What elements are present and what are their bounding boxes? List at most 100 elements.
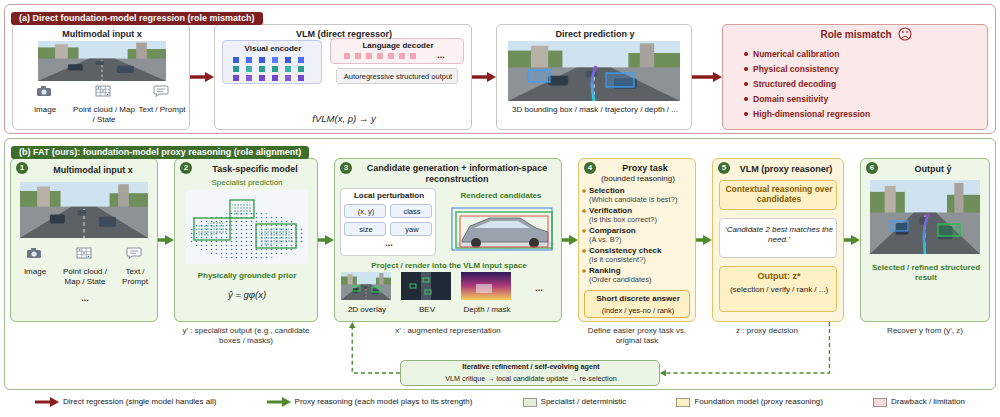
text-slot: (Which candidate is best?) — [589, 196, 693, 204]
legend-item: Proxy reasoning (each model plays to its… — [267, 397, 473, 407]
text-slot: Output: z* — [720, 271, 838, 282]
text-slot: Depth / mask — [459, 305, 515, 315]
node-text: Comparison — [589, 227, 693, 236]
text-slot: (A vs. B?) — [589, 236, 693, 244]
node-text: VLM critique → local candidate update → … — [401, 375, 661, 384]
legend-swatch — [676, 398, 690, 407]
text-slot: (a) Direct foundation-model regression (… — [11, 7, 263, 25]
model-box: Visual encoderLanguage decoderAutoregres… — [214, 24, 472, 130]
node-text: 2D overlay — [339, 305, 395, 315]
node-title: Role mismatch — [723, 29, 989, 41]
note: y' : specialist output (e.g., candidate … — [174, 326, 318, 345]
text-slot: 2D overlay — [339, 305, 395, 315]
text-slot: Selected / refined structured result — [865, 263, 987, 282]
step-box: Output ŷ Selected / refined structured re… — [860, 158, 990, 322]
text-slot: Candidate generation + information-space… — [355, 163, 559, 185]
node-text: Text / Prompt — [113, 267, 157, 286]
legend-text: Proxy reasoning (each model plays to its… — [295, 397, 473, 407]
text-slot: 3D bounding box / mask / trajectory / de… — [497, 105, 693, 115]
text-slot: Task-specific model — [195, 164, 315, 175]
callout-number: 5 — [718, 162, 730, 174]
node-title: (b) FAT (ours): foundation-model proxy r… — [11, 146, 309, 159]
legend-text: Drawback / limitation — [891, 397, 965, 407]
label-slot: y' : specialist output (e.g., candidate … — [174, 326, 318, 345]
label-slot: 4 — [584, 162, 596, 174]
text-slot: Multimodal input x — [13, 29, 191, 40]
feedback-box: Iterative refinement / self-evolving age… — [400, 360, 660, 386]
text-slot: Ranking — [589, 267, 693, 276]
text-slot: VLM (direct regressor) — [215, 29, 473, 40]
step-box: Short discrete answer (index / yes-no / r… — [578, 158, 696, 322]
flow-arrow — [318, 238, 325, 242]
ellipsis: ... — [428, 50, 454, 61]
text-slot: Output ŷ — [879, 164, 987, 175]
text-slot: ‘Candidate 2 best matches the need.’ — [724, 225, 834, 244]
panel: Multimodal input x ImagePoint cloud / Map… — [4, 4, 996, 134]
node-text: Specialist prediction — [175, 178, 319, 188]
node-text: Verification — [589, 207, 693, 216]
text-slot: Physically grounded prior — [175, 271, 319, 281]
label-slot: Define easier proxy task vs. original ta… — [578, 326, 696, 345]
node-text: (Which candidate is best?) — [589, 196, 693, 204]
text-slot: Point cloud / Map / State — [71, 105, 137, 124]
node-text: ... — [11, 293, 159, 304]
node-text: Point cloud / Map / State — [57, 267, 113, 286]
text-slot: Selection — [589, 187, 693, 196]
panel: Multimodal input xImagePoint cloud / Map… — [4, 138, 996, 390]
text-slot: Image — [13, 267, 57, 277]
node-text: Selected / refined structured result — [865, 263, 987, 282]
prediction-box: Direct prediction y3D bounding box / mas… — [496, 24, 692, 130]
node-text: (A vs. B?) — [589, 236, 693, 244]
node-text: ŷ = gφ(x) — [175, 289, 319, 300]
parameter-chip: size — [344, 222, 386, 236]
text-slot: Autoregressive structured output — [337, 72, 459, 81]
step-box: Multimodal input xImagePoint cloud / Map… — [10, 158, 158, 322]
output-box: Output: z*(selection / verify / rank / .… — [719, 266, 837, 312]
legend-arrow — [35, 397, 59, 407]
node-text: (index / yes-no / rank) — [585, 306, 691, 315]
node-text: Structured decoding — [753, 79, 979, 89]
flow-arrow — [190, 75, 205, 79]
label-slot: z : proxy decision — [712, 326, 822, 336]
text-slot: Physical consistency — [753, 64, 979, 74]
node-title: ‘Candidate 2 best matches the need.’ — [724, 225, 834, 244]
text-slot: Language decoder — [331, 41, 465, 51]
text-slot: (x, y) — [345, 207, 387, 216]
node-title: Autoregressive structured output — [337, 72, 459, 81]
note: Recover y from (y', z) — [860, 326, 990, 336]
note: x' : augmented representation — [334, 326, 562, 336]
callout-number: 1 — [16, 162, 28, 174]
node-title: Local perturbation — [341, 191, 437, 201]
node-text: Numerical calibration — [753, 49, 979, 59]
label-slot: 3 — [340, 162, 352, 174]
quote-box: ‘Candidate 2 best matches the need.’ — [719, 218, 837, 258]
legend-item: Specialist / deterministic — [523, 397, 627, 407]
text-slot: Consistency check — [589, 247, 693, 256]
step-box: (x, y)classsizeyawLocal perturbation...C… — [334, 158, 562, 322]
text-slot: Comparison — [589, 227, 693, 236]
text-slot: Project / render into the VLM input spac… — [335, 261, 563, 271]
text-slot: fVLM(x, p) → y — [215, 113, 473, 124]
node-text: (bounded reasoning) — [579, 174, 697, 184]
node-text: Text / Prompt — [137, 105, 187, 115]
node-title: Contextual reasoning over candidates — [724, 184, 834, 204]
node-title: Multimodal input x — [13, 29, 191, 40]
label-slot: Recover y from (y', z) — [860, 326, 990, 336]
node-text: Depth / mask — [459, 305, 515, 315]
legend-item: Direct regression (single model handles … — [35, 397, 216, 407]
node-text: (Order candidates) — [589, 276, 693, 284]
node-title: Iterative refinement / self-evolving age… — [401, 363, 661, 372]
label-slot: 5 — [718, 162, 730, 174]
label-slot: 2 — [180, 162, 192, 174]
parameter-chip: class — [390, 204, 432, 218]
node-title: Short discrete answer — [585, 294, 691, 304]
node-text: Point cloud / Map / State — [71, 105, 137, 124]
node-text: (Is this box correct?) — [589, 216, 693, 224]
node-text: 3D bounding box / mask / trajectory / de… — [497, 105, 693, 115]
node-text: Image — [19, 105, 71, 115]
text-slot: Text / Prompt — [113, 267, 157, 286]
perturbation-box: (x, y)classsizeyawLocal perturbation... — [340, 188, 436, 256]
text-slot: Short discrete answer — [585, 294, 691, 304]
parameter-chip: (x, y) — [344, 204, 386, 218]
